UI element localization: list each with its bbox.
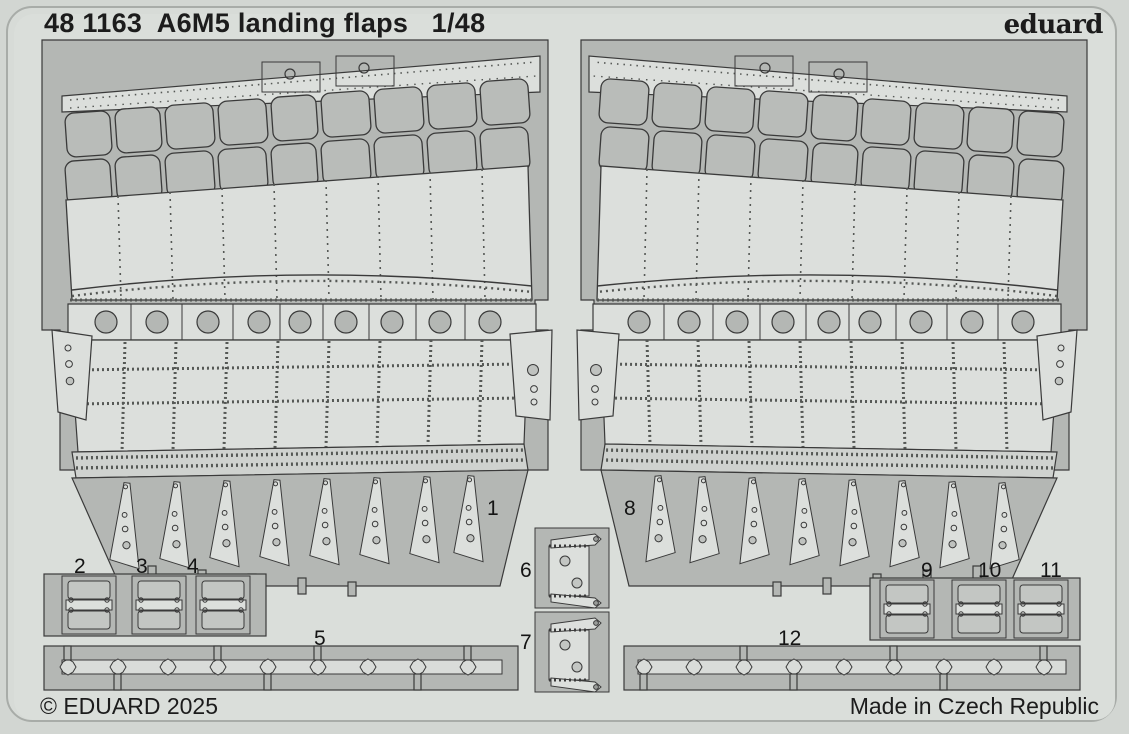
part-number-5: 5 [314,627,326,650]
center-hinge-parts [533,526,611,694]
origin-notice: Made in Czech Republic [849,693,1099,719]
part-number-9: 9 [921,559,933,582]
left-rib-lattice [51,329,553,453]
page-title: 48 1163 A6M5 landing flaps 1/48 [44,8,486,38]
part-number-2: 2 [74,555,86,578]
part-number-3: 3 [136,555,148,578]
left-flap-group [41,39,553,597]
left-flap-cells [64,78,531,206]
left-lightening-holes [67,303,537,341]
part-number-4: 4 [187,555,199,578]
part-number-6: 6 [520,559,532,582]
part-number-1: 1 [487,497,499,520]
copyright-notice: © EDUARD 2025 [40,693,219,719]
part-number-8: 8 [624,497,636,520]
eduard-logo: eduard [1003,10,1104,40]
right-bracket-strip [869,577,1081,641]
left-hinge-strip [43,645,519,691]
part-number-12: 12 [778,627,802,650]
right-flap-group [576,39,1088,597]
right-hinge-strip [623,645,1081,691]
left-bracket-strip [43,573,267,637]
part-number-7: 7 [520,631,532,654]
part-number-11: 11 [1040,559,1062,582]
part-number-10: 10 [978,559,1002,582]
